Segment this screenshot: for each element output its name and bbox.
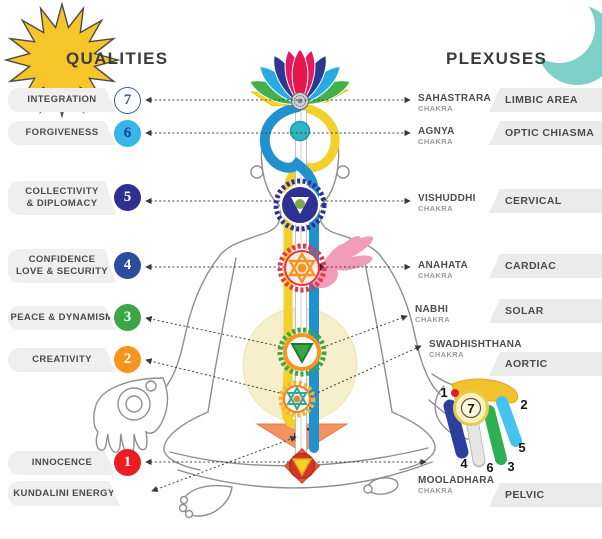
sahastrara-glyph [291, 92, 309, 110]
finger-green [483, 405, 507, 465]
moon-icon [523, 0, 602, 85]
chakra-label-nabhi: NABHI CHAKRA [415, 304, 450, 324]
chakra-label-sahastrara: SAHASTRARA CHAKRA [418, 93, 491, 113]
plexus-pill-pelvic: PELVIC [489, 483, 602, 507]
plexus-pill-limbic-area: LIMBIC AREA [489, 88, 602, 112]
plexus-pill-optic-chiasma: OPTIC CHIASMA [489, 121, 602, 145]
qualities-heading: QUALITIES [66, 49, 169, 68]
quality-number-4: 4 [114, 252, 141, 279]
plexus-pill-cardiac: CARDIAC [489, 254, 602, 278]
right-hand: 7 1 2 5 3 6 4 [428, 373, 528, 475]
chakra-label-mooladhara: MOOLADHARA CHAKRA [418, 475, 495, 495]
quality-number-2: 2 [114, 346, 141, 373]
hand-number-1: 1 [440, 385, 447, 400]
mooladhara-glyph [283, 447, 321, 485]
quality-label: CONFIDENCE [28, 254, 96, 266]
quality-label: FORGIVENESS [25, 127, 99, 139]
anahata-glyph [277, 243, 327, 293]
quality-number-7: 7 [114, 87, 141, 114]
quality-label: & DIPLOMACY [26, 198, 98, 209]
plexus-pill-solar: SOLAR [489, 299, 602, 323]
agnya-glyph [289, 120, 311, 142]
quality-pill-innocence: INNOCENCE [8, 451, 116, 475]
right-ear [336, 165, 350, 179]
quality-pill-integration: INTEGRATION [8, 88, 116, 112]
channel-left-yellow [281, 102, 340, 429]
chakra-label-agnya: AGNYA CHAKRA [418, 126, 455, 146]
quality-number-6: 6 [114, 120, 141, 147]
left-ear [250, 165, 264, 179]
quality-pill-collectivity: COLLECTIVITY & DIPLOMACY [8, 181, 116, 215]
channel-right-blue [259, 102, 319, 453]
quality-pill-peace: PEACE & DYNAMISM [8, 306, 116, 330]
palm-dot-circle [145, 380, 157, 392]
left-hand [93, 377, 169, 455]
quality-pill-forgiveness: FORGIVENESS [8, 121, 116, 145]
quality-label: COLLECTIVITY [25, 186, 99, 198]
quality-number-5: 5 [114, 184, 141, 211]
hand-number-4: 4 [460, 456, 468, 471]
hand-number-2: 2 [520, 397, 527, 412]
hand-number-5: 5 [518, 440, 525, 455]
plexuses-heading: PLEXUSES [446, 49, 548, 68]
right-foot [367, 477, 399, 495]
quality-label: PEACE & DYNAMISM [10, 312, 114, 324]
hand-number-6: 6 [486, 460, 493, 475]
quality-label: INTEGRATION [27, 94, 97, 106]
quality-pill-confidence: CONFIDENCE LOVE & SECURITY [8, 249, 116, 283]
finger-blue [443, 399, 469, 459]
quality-label: INNOCENCE [31, 457, 93, 469]
quality-label: KUNDALINI ENERGY [13, 487, 115, 499]
chakra-label-anahata: ANAHATA CHAKRA [418, 260, 469, 280]
vishuddhi-glyph [273, 178, 327, 232]
plexus-pill-aortic: AORTIC [489, 352, 602, 376]
quality-number-1: 1 [114, 449, 141, 476]
quality-pill-kundalini: KUNDALINI ENERGY [8, 481, 120, 506]
finger-cyan [496, 396, 522, 447]
hand-number-7: 7 [467, 401, 474, 416]
chakra-label-vishuddhi: VISHUDDHI CHAKRA [418, 193, 476, 213]
chakra-label-swadhishthana: SWADHISHTHANA CHAKRA [429, 339, 522, 359]
palm-inner-circle [125, 395, 143, 413]
plexus-pill-cervical: CERVICAL [489, 189, 602, 213]
quality-pill-creativity: CREATIVITY [8, 348, 116, 372]
hand-number-3: 3 [507, 459, 514, 474]
red-dot [451, 389, 459, 397]
nabhi-glyph [277, 327, 327, 377]
swadhishthana-glyph [278, 380, 316, 418]
quality-number-3: 3 [114, 304, 141, 331]
quality-label: CREATIVITY [32, 354, 92, 366]
quality-label: LOVE & SECURITY [15, 266, 109, 277]
